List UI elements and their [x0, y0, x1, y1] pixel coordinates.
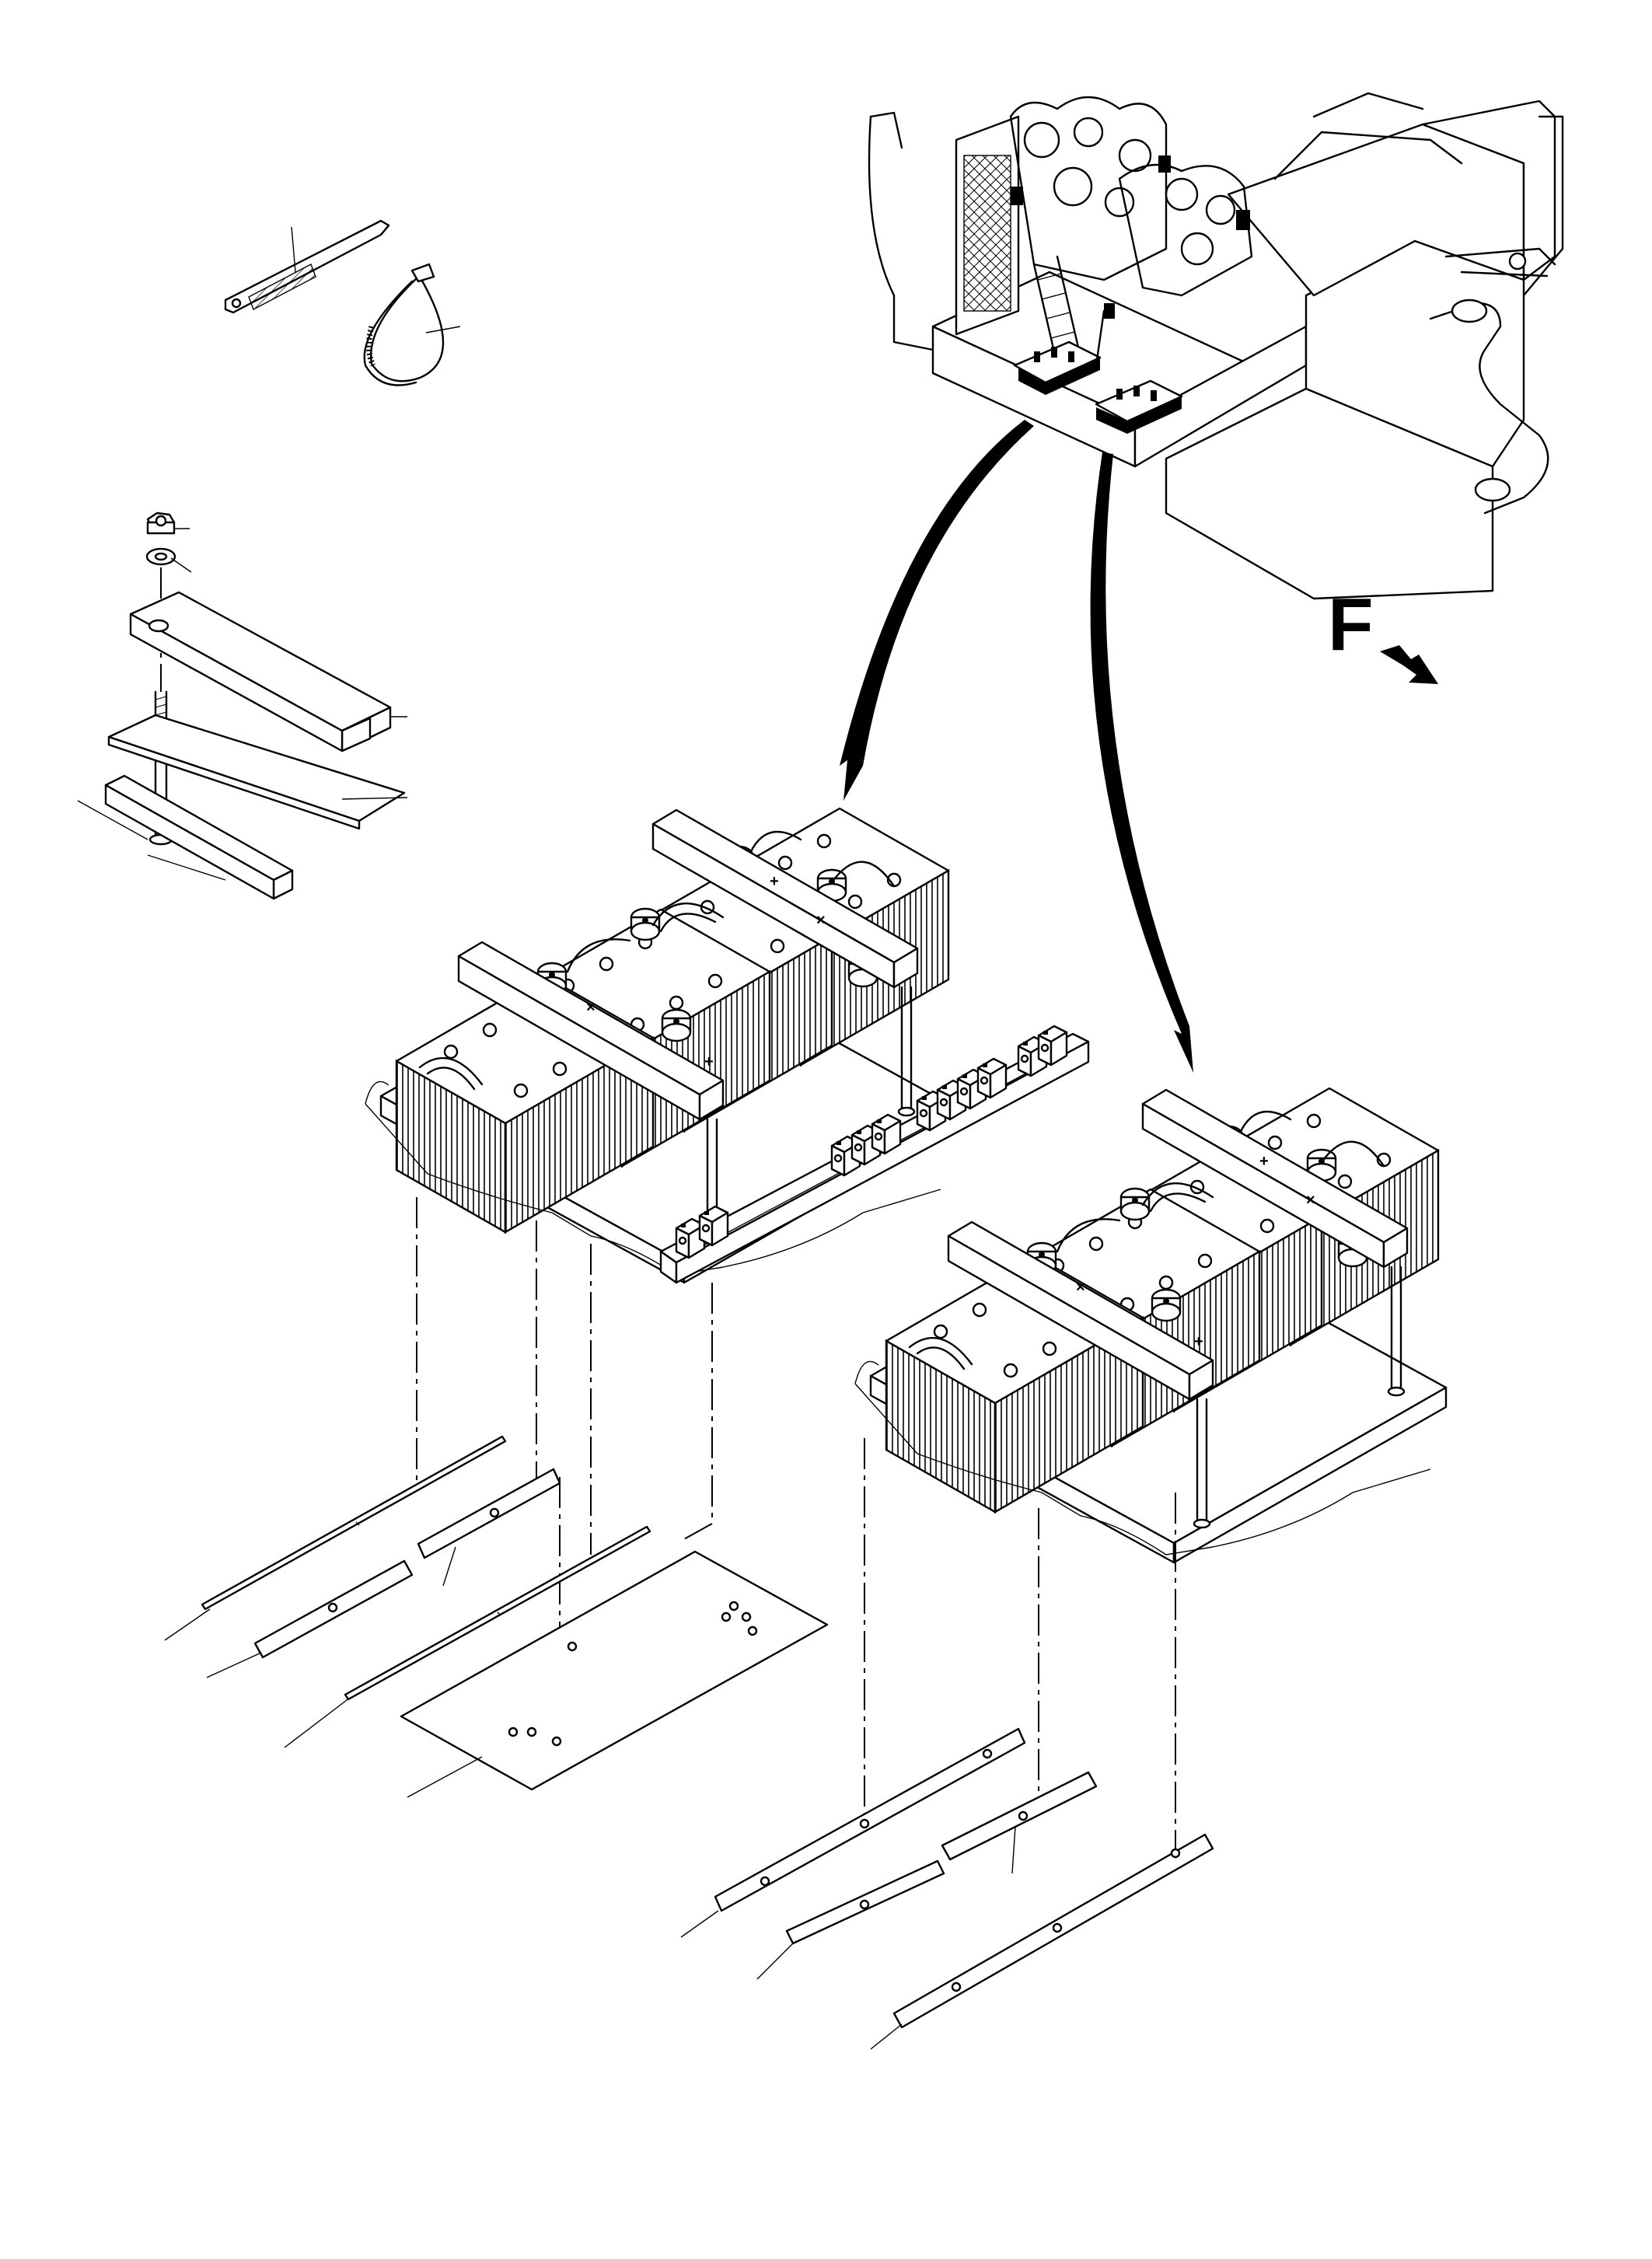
- direction-arrow-icon: [1380, 645, 1438, 684]
- callout-arrow-left: [840, 420, 1034, 801]
- battery-set-right: [855, 1088, 1446, 1562]
- engine-unit: [955, 96, 1253, 367]
- terminal-strip: [659, 1025, 1090, 1284]
- support-strips-right: [680, 1727, 1214, 2050]
- callout-arrow-right: [1090, 452, 1193, 1073]
- hold-down-assembly: [77, 512, 408, 900]
- support-strips-left: [164, 1435, 829, 1798]
- strap-part: [224, 219, 390, 314]
- battery-location-right: [1095, 379, 1183, 434]
- battery-location-left: [1013, 340, 1102, 395]
- machine-overview: [868, 92, 1564, 600]
- battery-set-left: [365, 808, 956, 1283]
- direction-marker: F: [1328, 583, 1438, 684]
- cable-tie-part: [363, 263, 461, 386]
- direction-letter: F: [1328, 583, 1374, 666]
